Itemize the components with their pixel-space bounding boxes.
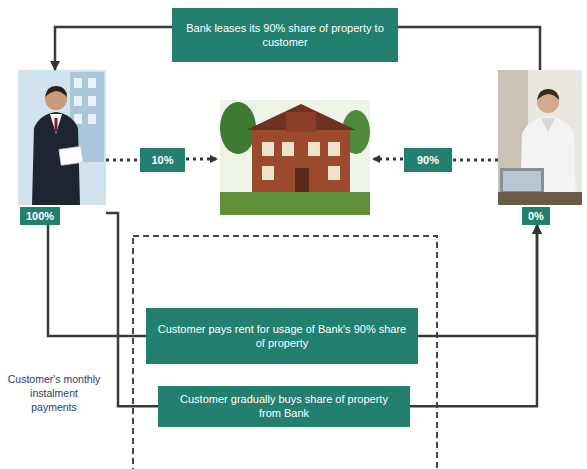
box-text: Customer pays rent for usage of Bank's 9… [156, 322, 408, 351]
flow-connector [106, 159, 140, 162]
bank-node: 0% [498, 70, 582, 225]
flow-connector [418, 225, 537, 336]
lease-box: Bank leases its 90% share of property to… [172, 8, 398, 62]
flow-connector [55, 27, 172, 70]
dashed-frame [133, 236, 437, 469]
box-text: Customer gradually buys share of propert… [168, 392, 400, 421]
customer-photo [18, 70, 106, 205]
share-box: 90% [404, 148, 452, 172]
rent-box: Customer pays rent for usage of Bank's 9… [146, 308, 418, 364]
purchase-box: Customer gradually buys share of propert… [158, 386, 410, 427]
share-arrow [374, 158, 403, 161]
share-box: 10% [140, 148, 185, 172]
note-label: Customer's monthly instalment payments [6, 372, 102, 415]
bank-officer-photo [498, 70, 582, 205]
share-label: 100% [20, 207, 60, 225]
share-arrow [186, 158, 216, 161]
share-label: 0% [522, 207, 550, 225]
flow-connector [48, 225, 146, 336]
flow-connector [452, 159, 498, 162]
box-text: Bank leases its 90% share of property to… [182, 21, 388, 50]
box-text: 10% [151, 154, 173, 166]
customer-node: 100% [18, 70, 106, 225]
flow-connector [410, 225, 537, 406]
box-text: 90% [417, 154, 439, 166]
property-house [220, 100, 370, 215]
flow-connector [398, 27, 540, 70]
